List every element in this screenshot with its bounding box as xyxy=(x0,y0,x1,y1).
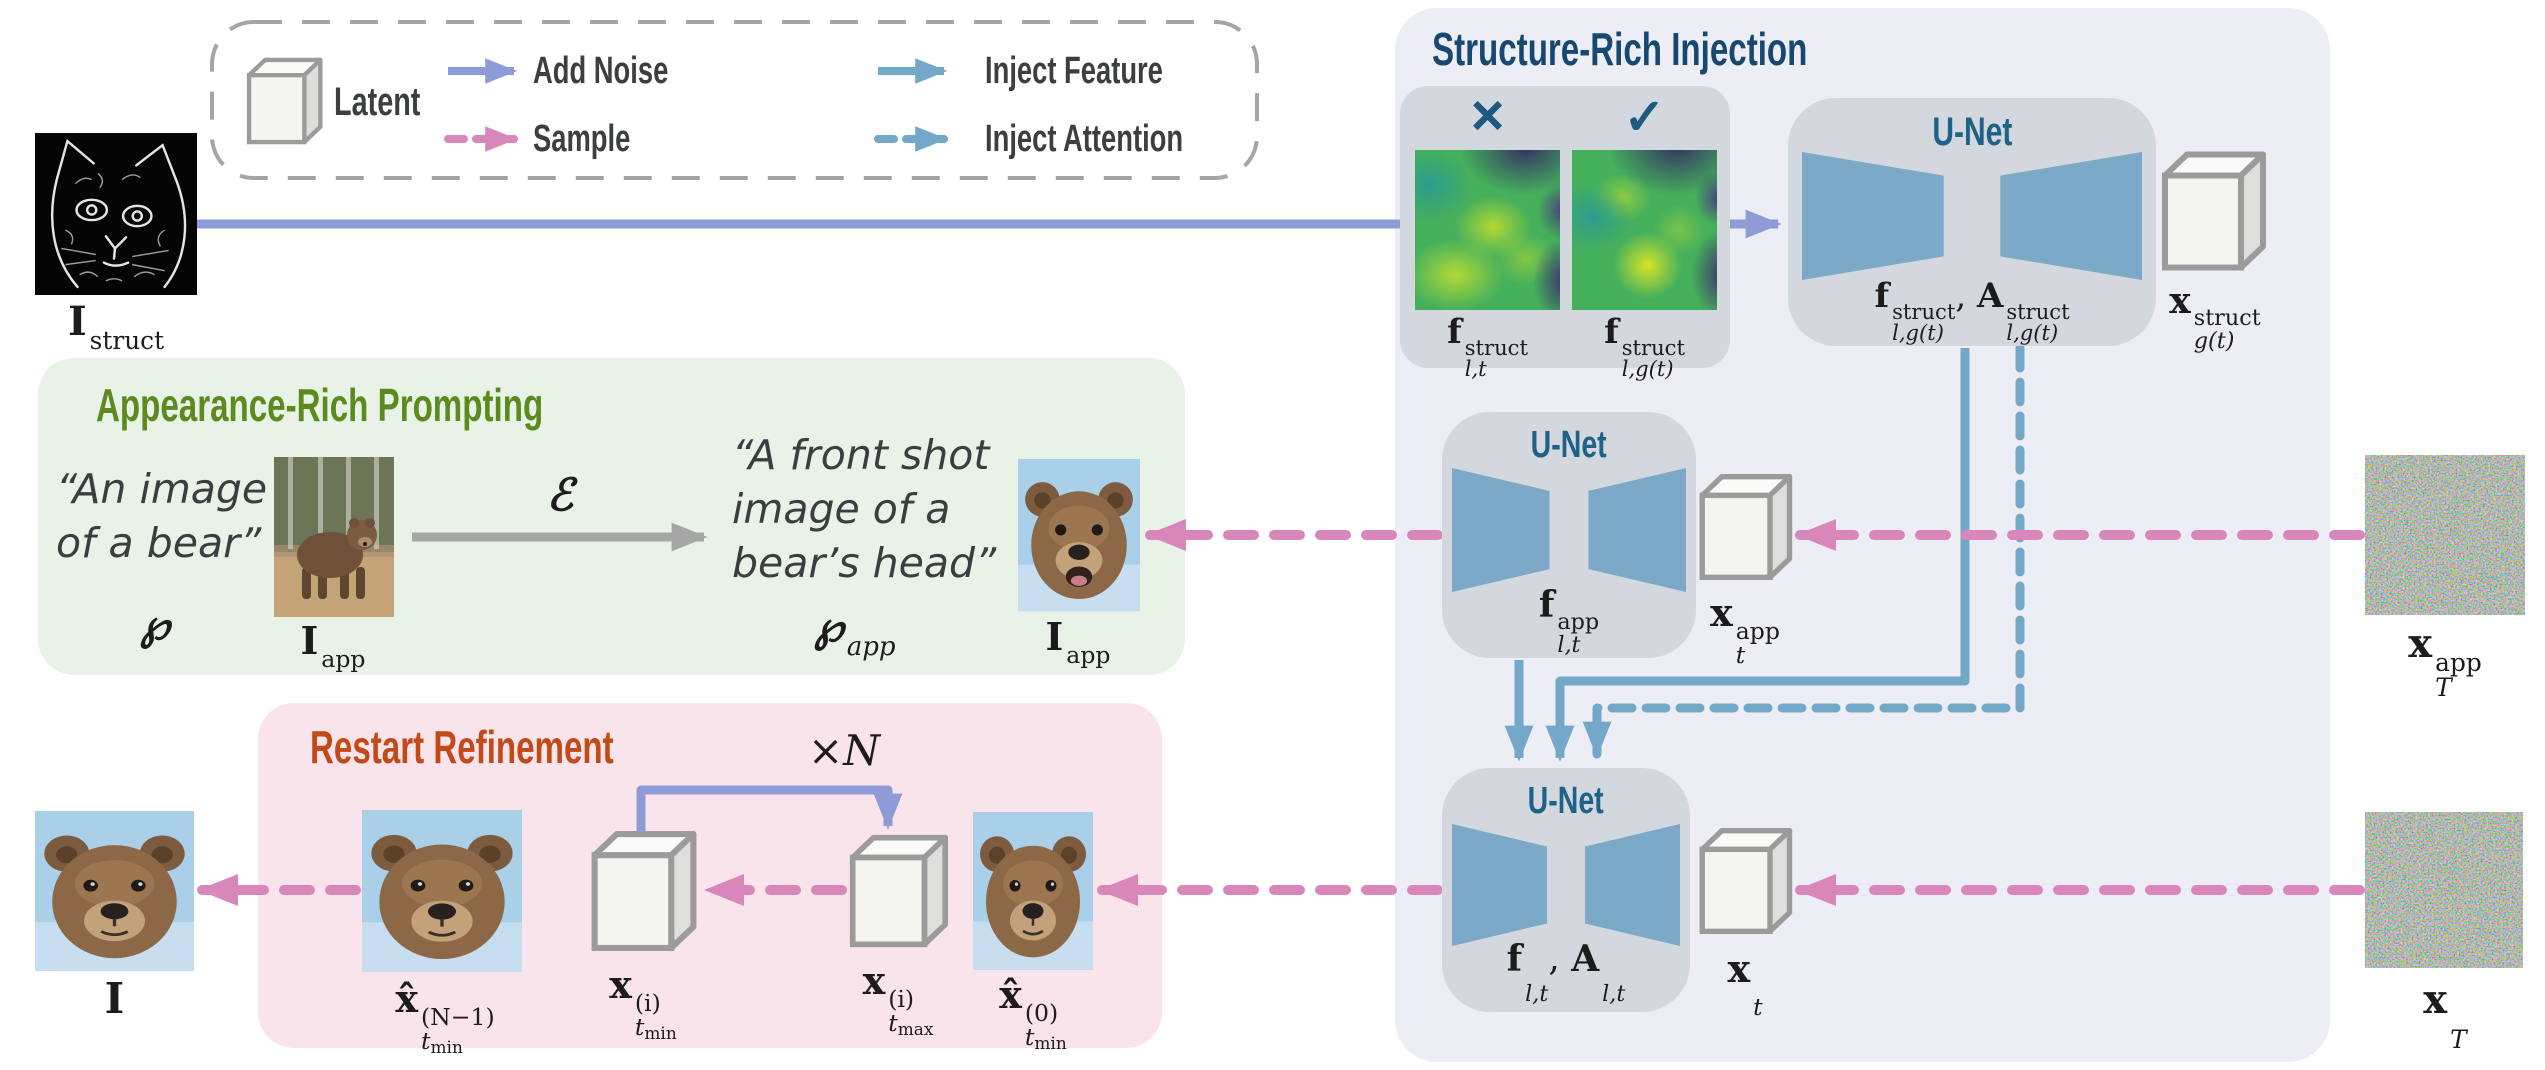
feature-map-right xyxy=(1572,150,1717,310)
unet-struct-title: U-Net xyxy=(1931,110,2012,154)
latent-cube-tmax xyxy=(846,832,950,950)
unet-app-trapezoids xyxy=(1452,468,1686,592)
restart-refinement-title: Restart Refinement xyxy=(310,721,614,773)
latent-cube-tmin xyxy=(586,828,700,954)
legend-latent-label: Latent xyxy=(334,80,421,124)
legend-add-noise-label: Add Noise xyxy=(533,50,669,92)
noise-image-app xyxy=(2365,455,2525,615)
noise-image-main xyxy=(2365,812,2523,968)
unet-main-title: U-Net xyxy=(1527,780,1604,822)
latent-tmin-label: x(i)tmin xyxy=(609,962,677,1044)
output-image xyxy=(35,811,194,971)
legend-inject-attention-label: Inject Attention xyxy=(985,118,1184,160)
feature-map-wrong xyxy=(1415,150,1560,310)
output-image-label: I xyxy=(104,974,125,1023)
unet-main-trapezoids xyxy=(1452,824,1680,946)
appearance-prompting-title: Appearance-Rich Prompting xyxy=(96,379,544,431)
refined-image-0-label: x̂(0)tmin xyxy=(999,972,1067,1054)
target-prompt-text: “A front shot image of a bear’s head” xyxy=(732,431,997,588)
unet-struct-trapezoids xyxy=(1802,152,2142,280)
appearance-prompting-panel xyxy=(38,358,1185,675)
latent-cube-main xyxy=(1696,820,1794,942)
refined-image-0 xyxy=(973,812,1093,970)
latent-tmax-label: x(i)tmax xyxy=(862,958,934,1040)
unet-app-title: U-Net xyxy=(1530,424,1607,466)
refined-image-N1 xyxy=(362,810,522,972)
structure-image xyxy=(35,133,197,295)
appearance-image-head xyxy=(1018,458,1140,612)
cross-icon: × xyxy=(1470,83,1505,148)
source-prompt-text: “An image of a bear” xyxy=(56,465,268,568)
latent-cube-icon xyxy=(244,54,324,148)
latent-cube-struct xyxy=(2158,148,2268,274)
latent-cube-app xyxy=(1696,466,1794,588)
legend-sample-label: Sample xyxy=(533,118,631,160)
appearance-image-full xyxy=(273,457,395,617)
structure-injection-title: Structure-Rich Injection xyxy=(1432,23,1808,75)
legend-inject-feature-label: Inject Feature xyxy=(985,50,1163,92)
refined-image-N1-label: x̂(N−1)tmin xyxy=(395,976,495,1058)
target-prompt-label: ℘app xyxy=(814,602,896,663)
source-prompt-label: ℘ xyxy=(140,600,170,649)
check-icon: ✓ xyxy=(1623,89,1666,145)
loop-count-label: ×N xyxy=(808,726,880,775)
encoder-label: ℰ xyxy=(546,470,574,521)
